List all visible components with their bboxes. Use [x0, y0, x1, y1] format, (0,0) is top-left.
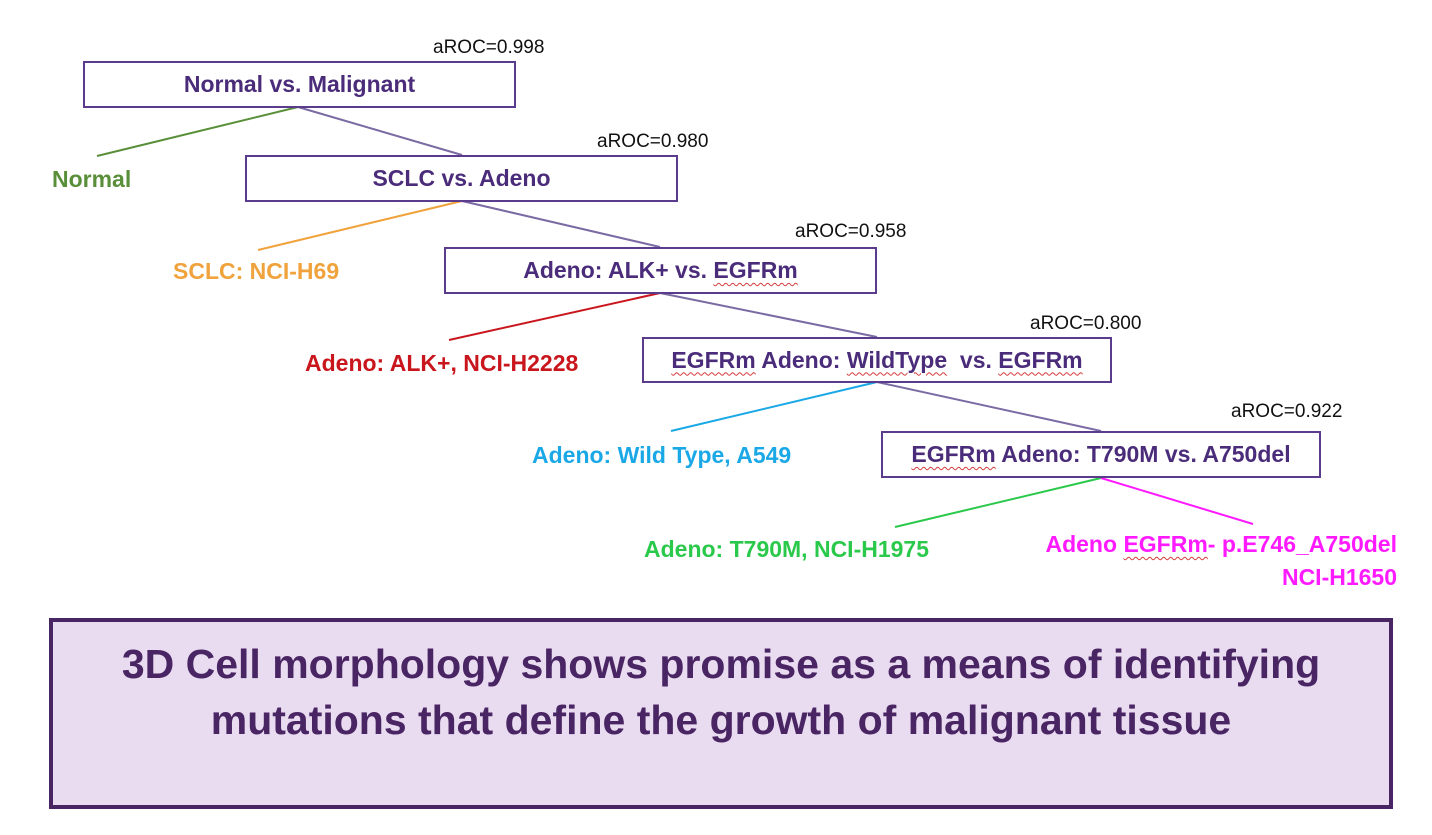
node-label-part: Adeno: T790M vs. A750del [995, 441, 1291, 467]
leaf-text: EGFRm [1123, 531, 1208, 557]
leaf-wild-type-a549: Adeno: Wild Type, A549 [532, 442, 792, 468]
node-label: SCLC vs. Adeno [372, 165, 551, 191]
leaf-alk-nci-h2228: Adeno: ALK+, NCI-H2228 [305, 350, 579, 376]
aroc-label-wildtype-vs-egfrm: aROC=0.800 [1030, 313, 1142, 334]
edge-egfr-mutant [876, 381, 1102, 432]
leaf-t790m-nci-h1975: Adeno: T790M, NCI-H1975 [644, 536, 930, 562]
node-wildtype-vs-egfrm: EGFRm Adeno: WildType vs. EGFRm [642, 337, 1112, 383]
node-alk-vs-egfrm: Adeno: ALK+ vs. EGFRm [444, 247, 877, 294]
aroc-label-normal-vs-malignant: aROC=0.998 [433, 37, 545, 58]
node-label: EGFRm Adeno: WildType vs. EGFRm [671, 347, 1082, 374]
edge-alk [448, 292, 661, 341]
leaf-sclc-nci-h69: SCLC: NCI-H69 [173, 258, 340, 284]
edge-egfrm [659, 292, 878, 338]
conclusion-line-2: mutations that define the growth of mali… [210, 697, 1232, 743]
conclusion-line-1: 3D Cell morphology shows promise as a me… [121, 641, 1321, 687]
node-label-prefix: Adeno: ALK+ vs. [523, 257, 714, 283]
node-label: EGFRm Adeno: T790M vs. A750del [911, 441, 1290, 468]
node-label: Adeno: ALK+ vs. EGFRm [523, 257, 798, 284]
edge-malignant-1 [297, 106, 463, 156]
edge-adeno [461, 200, 661, 248]
node-label-part: WildType [846, 346, 948, 373]
leaf-egfr-del-nci-h1650: Adeno EGFRm- p.E746_A750del NCI-H1650 [1045, 528, 1397, 594]
edge-sclc [257, 200, 463, 251]
conclusion-box: 3D Cell morphology shows promise as a me… [49, 618, 1393, 809]
aroc-label-sclc-vs-adeno: aROC=0.980 [597, 131, 709, 152]
node-normal-vs-malignant: Normal vs. Malignant [83, 61, 516, 108]
node-label-term: EGFRm [713, 257, 798, 283]
leaf-line: NCI-H1650 [1281, 564, 1397, 590]
leaf-text: - p.E746_A750del [1207, 531, 1397, 557]
node-label-part: EGFRm [911, 441, 996, 467]
edge-normal [96, 106, 299, 157]
leaf-text: Adeno [1045, 531, 1124, 557]
node-t790m-vs-a750del: EGFRm Adeno: T790M vs. A750del [881, 431, 1321, 478]
aroc-label-alk-vs-egfrm: aROC=0.958 [795, 221, 907, 242]
node-sclc-vs-adeno: SCLC vs. Adeno [245, 155, 678, 202]
node-label: Normal vs. Malignant [183, 71, 416, 97]
node-label-part: EGFRm [998, 346, 1083, 373]
node-label-part: vs. [947, 346, 999, 373]
node-label-part: Adeno: [755, 346, 847, 373]
leaf-normal: Normal [52, 166, 132, 192]
edge-t790m [894, 477, 1102, 528]
leaf-line: Adeno EGFRm- p.E746_A750del [1045, 528, 1397, 561]
aroc-label-t790m-vs-a750del: aROC=0.922 [1231, 401, 1343, 422]
edge-egfr-del [1100, 477, 1254, 525]
node-label-part: EGFRm [671, 346, 756, 373]
edge-wild-type [670, 381, 878, 432]
